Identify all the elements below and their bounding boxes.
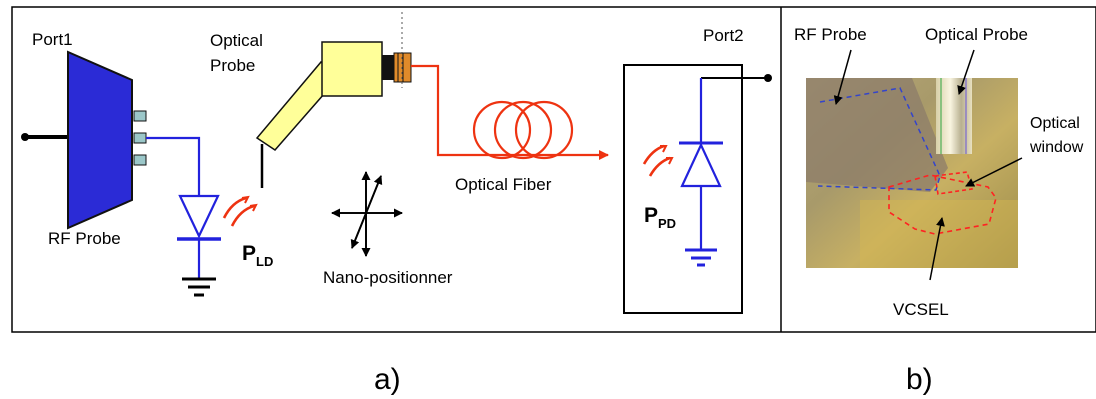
caption-a: a) (374, 363, 401, 396)
optical-probe-pointer (957, 49, 975, 95)
ld-wire (146, 136, 201, 196)
figure-frame (11, 6, 1096, 333)
rf-probe-pad-top (133, 110, 147, 122)
caption-b: b) (906, 363, 933, 396)
rf-probe-pad-middle (133, 132, 147, 144)
optical-window-label-line2: window (1029, 139, 1084, 156)
emission-icon-pd (642, 144, 674, 177)
photo-rf-probe-outline (817, 87, 941, 191)
laser-diode-triangle (178, 194, 220, 239)
optical-fiber-label: Optical Fiber (455, 175, 552, 194)
photodetector-box (623, 64, 743, 314)
nano-positioner-label: Nano-positionner (323, 268, 453, 287)
p-pd-main: P (644, 204, 658, 227)
optical-probe-head (321, 41, 383, 97)
rf-probe-photo-label: RF Probe (794, 25, 867, 44)
port2-label: Port2 (703, 26, 744, 45)
port1-terminal (21, 133, 29, 141)
vcsel-pointer (929, 217, 945, 281)
rf-probe-body (67, 50, 133, 230)
pd-triangle (680, 142, 722, 188)
fiber-connector-black (382, 55, 394, 80)
p-pd-label: PPD (644, 204, 676, 231)
nano-positioner-icon (331, 171, 403, 257)
p-ld-main: P (242, 242, 256, 265)
rf-probe-label: RF Probe (48, 229, 121, 248)
photo-window-outline (934, 171, 974, 195)
photo-vcsel-outline (888, 174, 997, 235)
optical-probe-label-line2: Probe (210, 56, 255, 75)
optical-probe-label-line1: Optical (210, 31, 263, 50)
emission-icon-ld (222, 195, 258, 227)
rf-probe-pad-bottom (133, 154, 147, 166)
panel-b: RF Probe Optical Probe Optical window VC… (794, 25, 1084, 319)
port2-terminal (764, 74, 772, 82)
optical-window-pointer (965, 157, 1023, 187)
vcsel-label: VCSEL (893, 300, 949, 319)
p-ld-label: PLD (242, 242, 273, 269)
optical-probe-photo-label: Optical Probe (925, 25, 1028, 44)
port1-label: Port1 (32, 30, 73, 49)
p-pd-sub: PD (658, 216, 676, 231)
rf-probe-pointer (833, 49, 852, 105)
ground-icon-pd (685, 248, 717, 267)
ground-icon-ld (182, 277, 216, 297)
p-ld-sub: LD (256, 254, 273, 269)
photo-rf-probe-region (806, 78, 948, 192)
optical-fiber (411, 64, 609, 160)
panel-a: Port1 RF Probe (21, 12, 772, 314)
optical-window-label-line1: Optical (1030, 115, 1080, 132)
